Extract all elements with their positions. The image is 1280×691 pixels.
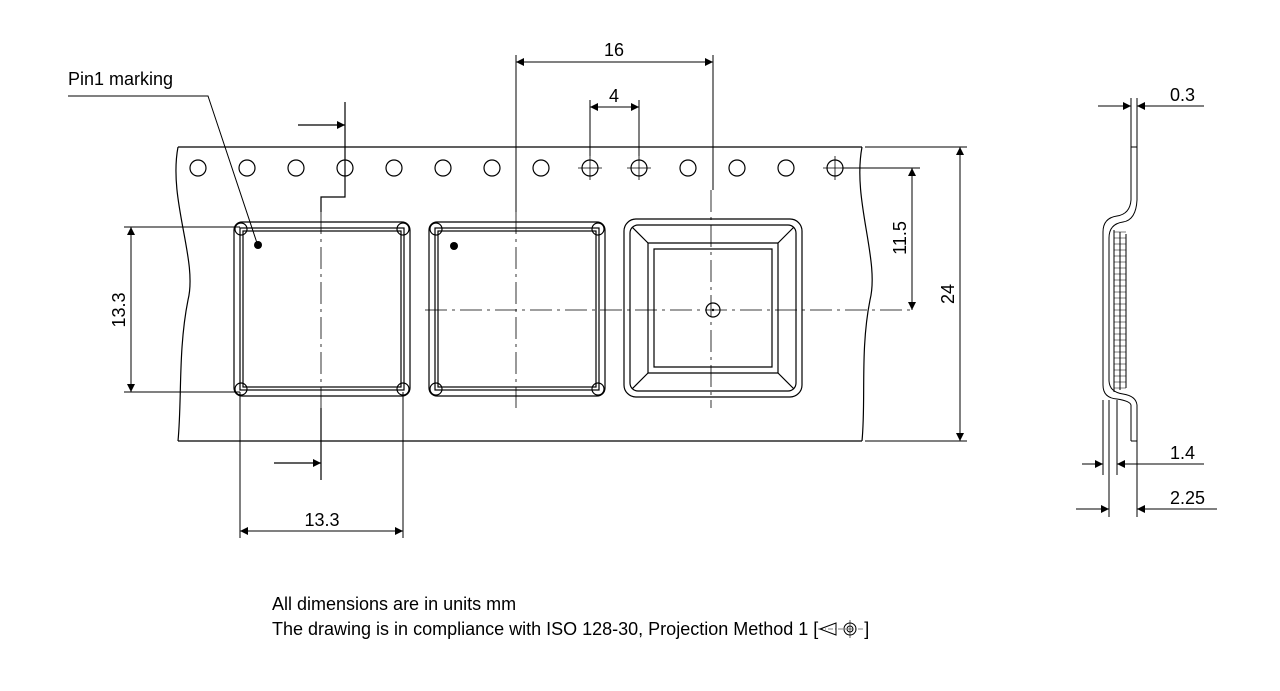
sprocket-hole [483,159,501,177]
dim-hole-pitch-4 [589,100,640,156]
sprocket-hole [728,159,746,177]
dim-24-label: 24 [938,284,958,304]
dim-4-label: 4 [609,86,619,106]
sprocket-hole [189,159,207,177]
dim-13-3-vertical-label: 13.3 [109,292,129,327]
dim-13-3-horizontal-label: 13.3 [304,510,339,530]
first-angle-projection-icon [818,620,865,638]
dim-1-4-label: 1.4 [1170,443,1195,463]
pin1-dot [450,242,458,250]
section-line [274,102,346,480]
dim-0-3-label: 0.3 [1170,85,1195,105]
dim-thickness-0-3 [1098,98,1204,147]
pin1-leader [68,95,258,244]
pin1-dot [254,241,262,249]
sprocket-hole [434,159,452,177]
dim-16-label: 16 [604,40,624,60]
dim-depth-2-25 [1076,400,1217,517]
compliance-note: The drawing is in compliance with ISO 12… [272,617,869,642]
pocket-1 [233,221,411,397]
carrier-tape [175,146,873,442]
sprocket-hole [679,159,697,177]
dim-depth-1-4 [1082,400,1204,475]
pin1-marking-label: Pin1 marking [68,69,173,89]
center-lines [320,190,912,408]
sprocket-hole [238,159,256,177]
sprocket-hole [385,159,403,177]
compliance-note-prefix: The drawing is in compliance with ISO 12… [272,619,819,639]
dim-pocket-height-13-3 [124,226,240,393]
dim-11-5-label: 11.5 [890,221,910,255]
side-view [1102,146,1138,442]
dim-tape-width-24 [865,146,967,442]
pocket-2 [428,221,606,397]
sprocket-hole [532,159,550,177]
dim-pitch-16 [515,55,714,212]
sprocket-hole [777,159,795,177]
dim-2-25-label: 2.25 [1170,488,1205,508]
units-note: All dimensions are in units mm [272,594,517,614]
pocket-3-empty [623,218,803,398]
dim-pocket-width-13-3 [239,392,404,538]
dim-offset-11-5 [843,167,920,310]
compliance-note-suffix: ] [864,619,870,639]
drawing-notes: All dimensions are in units mm The drawi… [272,592,869,642]
sprocket-hole [287,159,305,177]
